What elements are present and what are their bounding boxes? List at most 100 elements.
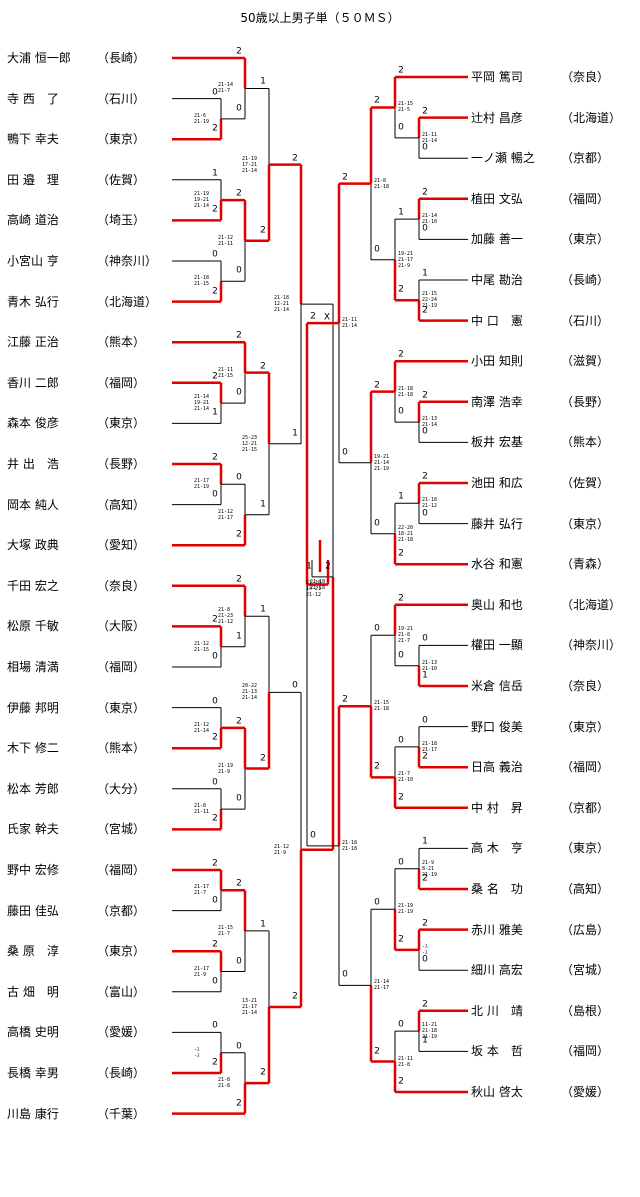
- game-score: 21-19: [398, 909, 414, 916]
- game-score: 21-14: [242, 167, 258, 174]
- match-score: 0: [212, 249, 218, 260]
- player-name: 池田 和広: [471, 476, 523, 490]
- match-score: 2: [212, 371, 218, 382]
- match-score: 0: [236, 1041, 242, 1052]
- game-score: 21-7: [218, 930, 231, 937]
- game-score: 21-7: [398, 638, 411, 645]
- player-prefecture: （長崎）: [97, 51, 146, 65]
- match-score: 2: [374, 761, 380, 772]
- player-row: 野口 俊美（東京）: [471, 719, 609, 735]
- match-score: 2: [422, 305, 428, 316]
- player-name: 日高 義治: [471, 760, 523, 775]
- player-row: 長橋 幸男（長崎）: [7, 1065, 145, 1081]
- game-score: -ｽ: [422, 949, 428, 956]
- player-row: 岡本 純人（高知）: [7, 497, 145, 513]
- match-score: 2: [398, 65, 404, 76]
- player-prefecture: （愛媛）: [97, 1025, 146, 1040]
- player-prefecture: （東京）: [97, 416, 146, 431]
- player-prefecture: （千葉）: [97, 1106, 146, 1121]
- game-score: 21-14: [194, 203, 210, 210]
- player-prefecture: （福岡）: [561, 760, 610, 775]
- player-row: 米倉 信岳（奈良）: [471, 678, 609, 694]
- game-score: 21-19: [218, 762, 234, 769]
- game-score: 21-12: [218, 234, 234, 241]
- player-name: 江藤 正治: [7, 335, 59, 350]
- game-score: 21-7: [398, 771, 411, 778]
- final-game-score: 14-21: [306, 586, 322, 592]
- game-score: 21-17: [194, 478, 210, 485]
- player-row: 大浦 恒一郎（長崎）: [7, 50, 145, 66]
- match-score: 2: [422, 390, 428, 401]
- match-score: 0: [212, 489, 218, 500]
- match-score: 1: [292, 428, 298, 439]
- match-score: 1: [398, 491, 404, 502]
- game-score: 21-19: [194, 191, 210, 198]
- game-score: 21-18: [398, 536, 414, 543]
- game-score: 21-11: [194, 809, 210, 816]
- game-score: 21-18: [310, 578, 326, 585]
- player-row: 川島 康行（千葉）: [7, 1106, 145, 1122]
- game-score: 13-21: [242, 998, 258, 1005]
- match-score: 0: [398, 406, 404, 417]
- match-score: 0: [212, 696, 218, 707]
- game-score: 21-18: [422, 497, 438, 504]
- player-name: 木下 修二: [7, 741, 59, 756]
- player-name: 桑 原 淳: [7, 944, 59, 959]
- game-score: 21-15: [398, 101, 414, 108]
- game-score: 11-21: [422, 1022, 438, 1029]
- match-score: 0: [212, 87, 218, 98]
- player-prefecture: （福岡）: [97, 660, 146, 674]
- player-row: 香川 二郎（福岡）: [7, 375, 145, 391]
- game-score: 19-21: [398, 626, 414, 633]
- player-prefecture: （高知）: [561, 882, 610, 896]
- player-row: 加藤 善一（東京）: [471, 231, 609, 247]
- match-score: 2: [236, 1098, 242, 1109]
- game-score: 21-9: [194, 971, 207, 978]
- match-score: 1: [212, 168, 218, 179]
- game-score: -ｽ: [422, 943, 428, 950]
- match-score: 0: [374, 897, 380, 908]
- game-score: 19-21: [398, 250, 414, 257]
- match-score: 2: [236, 46, 242, 57]
- game-score: 21-17: [398, 256, 414, 263]
- player-prefecture: （福岡）: [97, 375, 146, 390]
- player-name: 田 邉 理: [7, 172, 59, 187]
- game-score: 21-17: [194, 965, 210, 972]
- player-row: 南澤 浩幸（長野）: [471, 394, 609, 410]
- player-prefecture: （京都）: [561, 800, 610, 815]
- game-score: 21-18: [194, 275, 210, 282]
- game-score: 21-15: [242, 446, 258, 453]
- game-score: 17-21: [242, 161, 258, 168]
- player-prefecture: （島根）: [561, 1003, 610, 1018]
- player-prefecture: （京都）: [97, 903, 146, 918]
- player-name: 細川 高宏: [471, 963, 523, 978]
- game-score: 21-8: [398, 1061, 411, 1068]
- page-title: 50歳以上男子単（５０ＭＳ）: [240, 11, 400, 25]
- game-score: 21-18: [374, 183, 390, 190]
- match-score: 0: [236, 793, 242, 804]
- match-score: 0: [236, 956, 242, 966]
- game-score: 21-14: [242, 695, 258, 702]
- player-name: 大塚 政典: [7, 538, 59, 553]
- match-score: 0: [422, 142, 428, 153]
- match-score: 2: [374, 380, 380, 391]
- player-prefecture: （青森）: [561, 557, 610, 572]
- player-row: 坂 本 哲（福岡）: [471, 1043, 609, 1059]
- game-score: 21-11: [422, 131, 438, 138]
- player-prefecture: （高知）: [97, 497, 146, 512]
- game-score: 21-19: [194, 118, 210, 125]
- match-score: 0: [422, 223, 428, 234]
- match-score: 2: [422, 471, 428, 482]
- game-score: 21-7: [218, 88, 231, 95]
- game-score: 21-12: [422, 503, 438, 510]
- game-score: 21-14: [422, 422, 438, 429]
- player-name: 板井 宏基: [471, 435, 523, 450]
- player-name: 中 村 昇: [471, 800, 523, 815]
- player-row: 小田 知則（滋賀）: [471, 353, 609, 369]
- game-score: 21-18: [422, 1028, 438, 1035]
- game-score: 21-19: [194, 484, 210, 491]
- game-score: 21-8: [218, 1077, 231, 1084]
- game-score: 21-11: [218, 366, 234, 373]
- player-prefecture: （東京）: [97, 700, 146, 715]
